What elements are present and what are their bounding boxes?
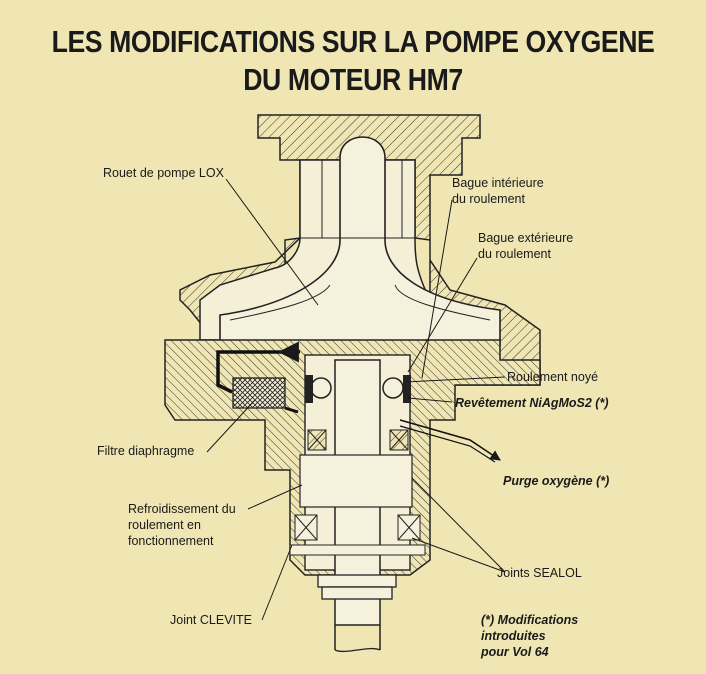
label-refroidissement-2: roulement en xyxy=(128,518,201,532)
oxygen-purge-line xyxy=(399,419,501,463)
leader-clevite xyxy=(261,544,293,621)
label-rouet: Rouet de pompe LOX xyxy=(103,166,224,180)
lower-bearings xyxy=(289,429,426,556)
lox-impeller xyxy=(219,136,501,346)
leader-refroid xyxy=(247,484,303,510)
upper-ball-bearing xyxy=(305,375,411,403)
pump-shaft xyxy=(299,359,413,653)
diagram-title-line2: DU MOTEUR HM7 xyxy=(243,62,463,97)
label-joints-sealol: Joints SEALOL xyxy=(497,566,582,580)
label-joint-clevite: Joint CLEVITE xyxy=(170,613,252,627)
cooling-flow-path xyxy=(216,341,300,414)
label-refroidissement-3: fonctionnement xyxy=(128,534,214,548)
label-roulement-noye: Roulement noyé xyxy=(507,370,599,384)
footnote-line-3: pour Vol 64 xyxy=(481,645,549,659)
label-bague-exterieure-1: Bague extérieure xyxy=(478,231,574,245)
diagram-title-line1: LES MODIFICATIONS SUR LA POMPE OXYGENE xyxy=(51,24,655,59)
label-bague-interieure-2: du roulement xyxy=(452,192,525,206)
leader-revetement xyxy=(407,397,453,403)
footnote-line-1: (*) Modifications xyxy=(481,613,579,627)
leader-lines xyxy=(206,178,506,621)
leader-bague-int xyxy=(421,199,453,379)
label-bague-interieure-1: Bague intérieure xyxy=(452,176,544,190)
label-bague-exterieure-2: du roulement xyxy=(478,247,551,261)
leader-filtre xyxy=(206,399,256,453)
leader-bague-ext xyxy=(407,257,478,373)
diaphragm-filter xyxy=(232,377,286,409)
footnote-line-2: introduites xyxy=(481,629,546,643)
label-filtre-diaphragme: Filtre diaphragme xyxy=(97,444,195,458)
leader-rouet xyxy=(225,178,319,306)
leader-roulement-noye xyxy=(404,376,506,383)
label-refroidissement-1: Refroidissement du xyxy=(128,502,236,516)
leader-sealol-1 xyxy=(411,477,506,573)
leader-sealol-2 xyxy=(411,537,506,573)
label-revetement: Revêtement NiAgMoS2 (*) xyxy=(455,396,609,410)
label-purge-oxygene: Purge oxygène (*) xyxy=(503,474,610,488)
